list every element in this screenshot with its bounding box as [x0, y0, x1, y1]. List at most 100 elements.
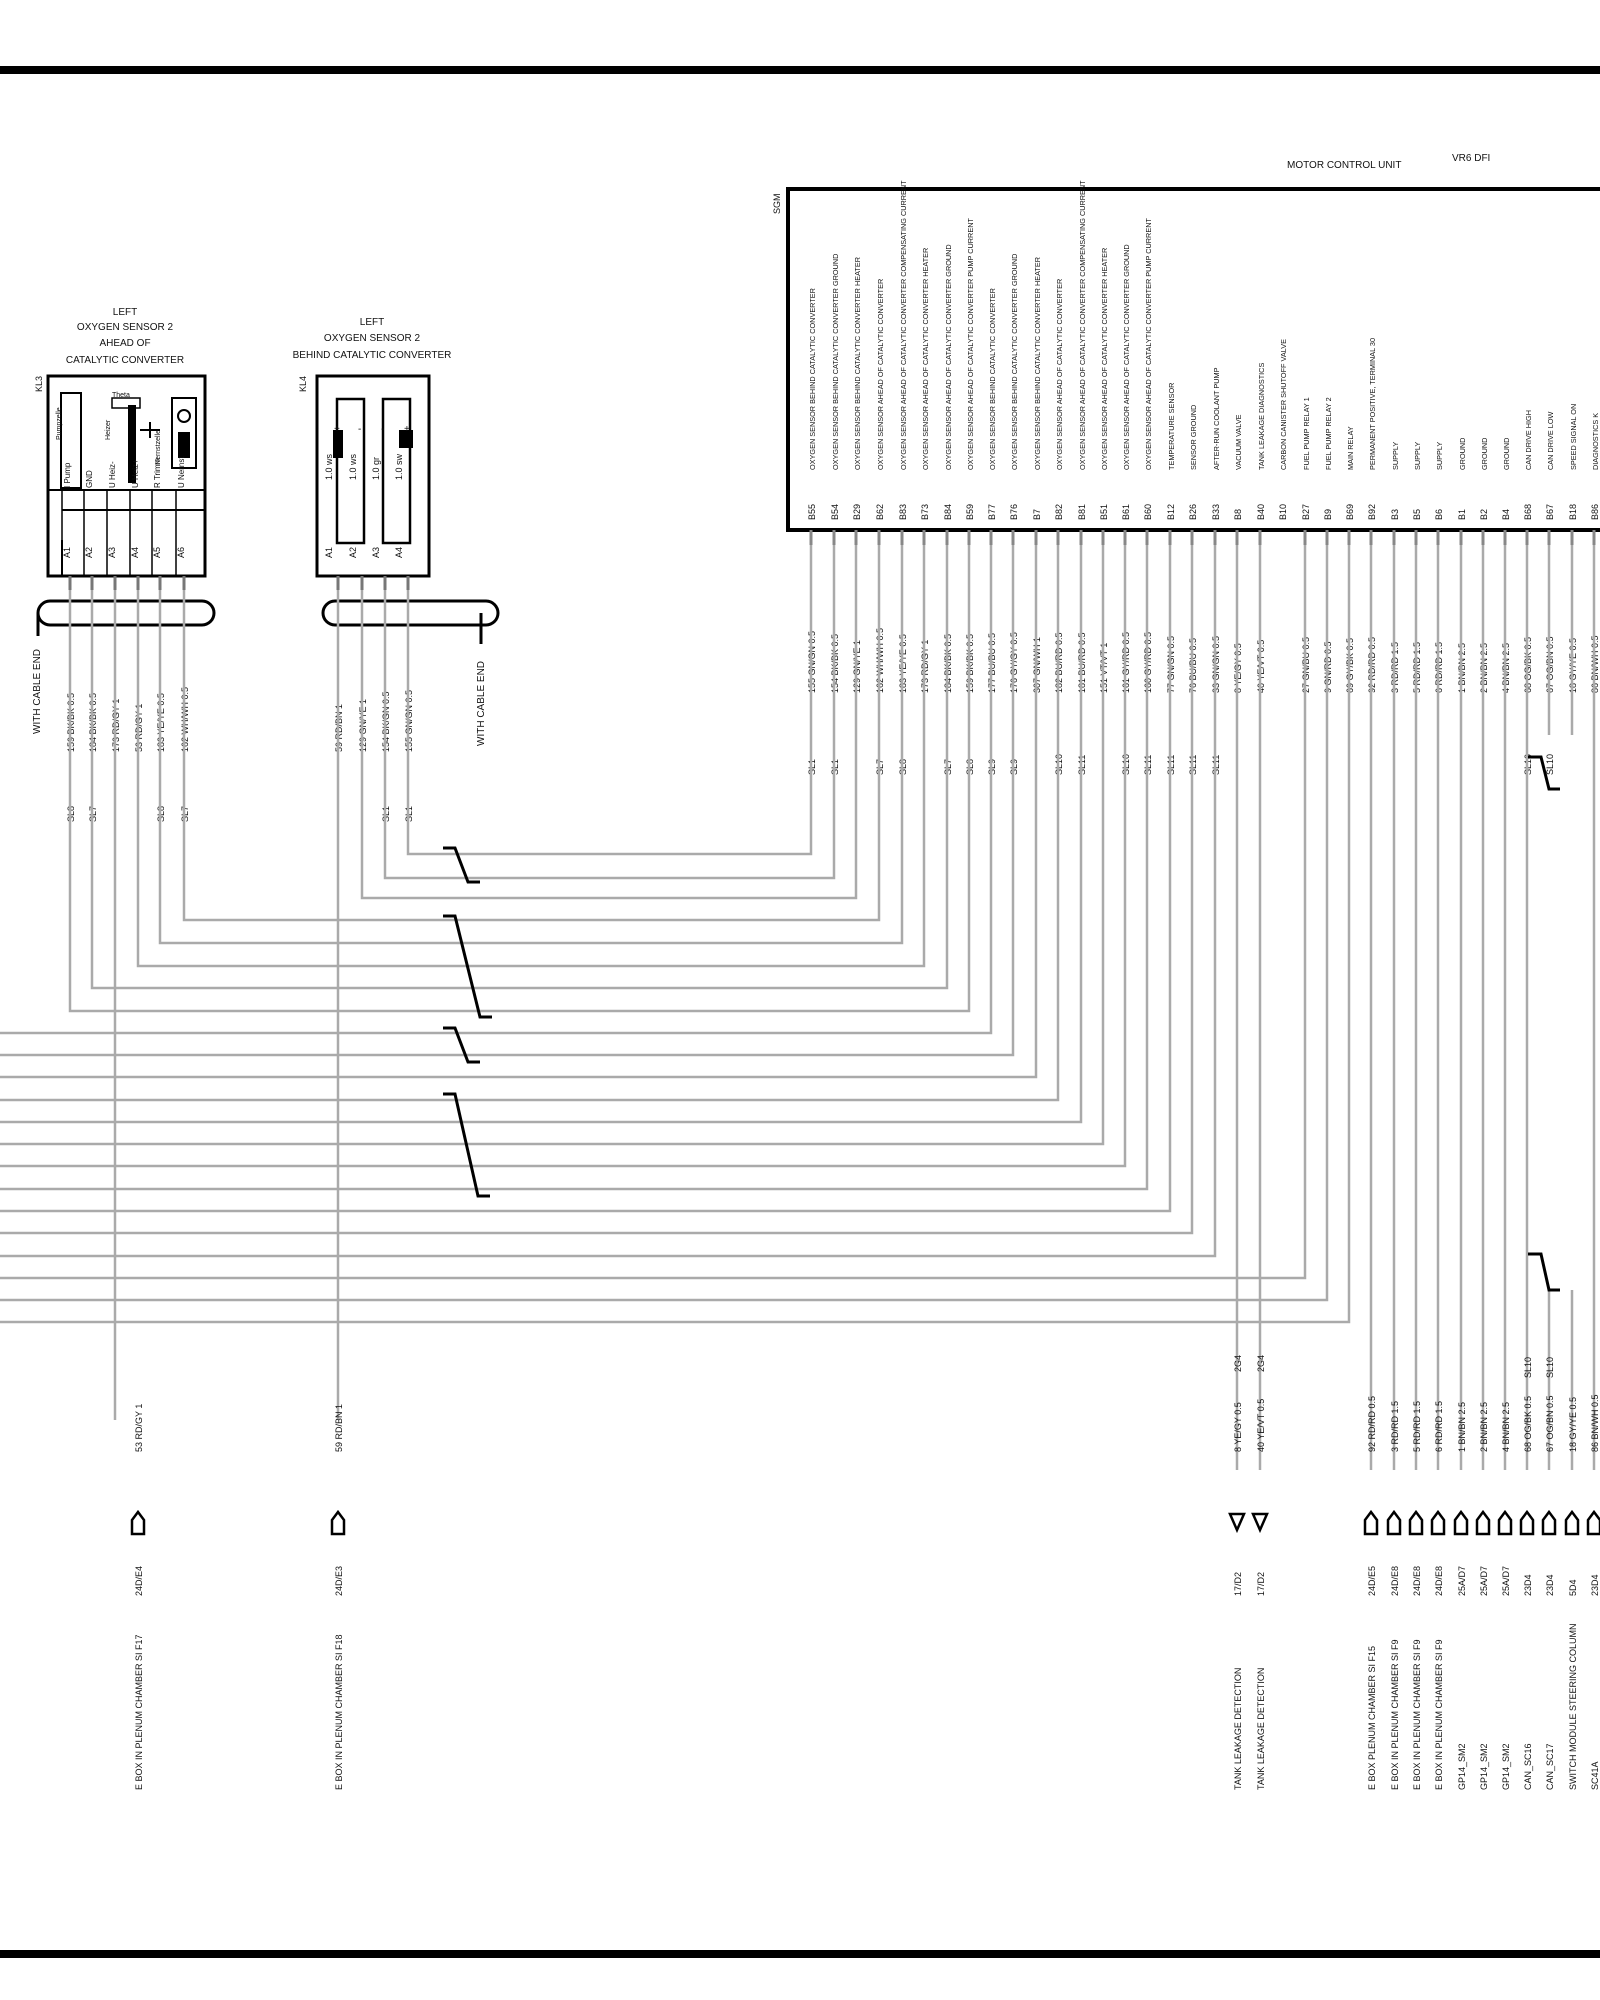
can-bus-break-mark [1528, 755, 1560, 1292]
unit-pin-label: SUPPLY [1435, 442, 1444, 470]
bottom-wire-label: 1 BN/BN 2.5 [1457, 1402, 1467, 1452]
bottom-wire-label: 18 GY/YE 0.5 [1568, 1397, 1578, 1452]
wire-break-marks [443, 755, 1560, 1292]
svg-text:Theta: Theta [112, 392, 130, 399]
unit-pin-label: FUEL PUMP RELAY 2 [1324, 397, 1333, 470]
bottom-connector-code: 25A/D7 [1501, 1566, 1511, 1596]
unit-pin-label: OXYGEN SENSOR BEHIND CATALYTIC CONVERTER… [853, 257, 862, 470]
unit-pin-label: AFTER-RUN COOLANT PUMP [1212, 367, 1221, 470]
bottom-connector-code: 23D4 [1523, 1574, 1533, 1596]
kl3-pin-signal: U Nernst [177, 456, 186, 488]
connector-icon [1430, 1509, 1446, 1536]
left-oxygen-sensor-ahead: LEFT OXYGEN SENSOR 2 AHEAD OF CATALYTIC … [34, 307, 207, 822]
unit-pin-number: B27 [1301, 504, 1311, 520]
kl3-pin-signal: U Heiz+ [131, 459, 140, 488]
bottom-wire-label: 5 RD/RD 1.5 [1412, 1401, 1422, 1452]
bottom-wire-label: 4 BN/BN 2.5 [1501, 1402, 1511, 1452]
bottom-destination: GP14_SM2 [1501, 1743, 1511, 1790]
bottom-line-tag: SL10 [1523, 1357, 1533, 1378]
unit-pin-label: OXYGEN SENSOR AHEAD OF CATALYTIC CONVERT… [944, 244, 953, 470]
unit-pin-number: B54 [830, 504, 840, 520]
bottom-connector-code: 23D4 [1590, 1574, 1600, 1596]
unit-pin-number: B60 [1143, 504, 1153, 520]
unit-pin-number: B4 [1501, 509, 1511, 520]
kl3-pin-number: A4 [130, 547, 140, 558]
bottom-connector-code: 23D4 [1545, 1574, 1555, 1596]
connector-icon [1363, 1509, 1379, 1536]
bottom-destination: E BOX PLENUM CHAMBER SI F15 [1367, 1646, 1377, 1790]
unit-pin-number: B61 [1121, 504, 1131, 520]
unit-pin-number: B8 [1233, 509, 1243, 520]
bottom-wire-label: 67 OG/BN 0.5 [1545, 1395, 1555, 1452]
unit-line-tag: SL10 [1545, 754, 1555, 775]
control-unit-ref: SGM [772, 193, 782, 214]
bottom-destination: CAN_SC17 [1545, 1743, 1555, 1790]
cable-end-loop-kl3 [36, 599, 216, 627]
bottom-destination: TANK LEAKAGE DETECTION [1233, 1668, 1243, 1790]
control-unit-pins: OXYGEN SENSOR BEHIND CATALYTIC CONVERTER… [807, 180, 1600, 775]
connector-icon [330, 1509, 346, 1536]
heater-element-icon [333, 430, 343, 458]
unit-pin-number: B81 [1077, 504, 1087, 520]
sensor-behind-ref: KL4 [298, 376, 308, 392]
left-oxygen-sensor-behind: LEFT OXYGEN SENSOR 2 BEHIND CATALYTIC CO… [293, 317, 452, 822]
kl3-pin-signal: I Pump [63, 462, 72, 488]
unit-pin-label: OXYGEN SENSOR BEHIND CATALYTIC CONVERTER… [831, 254, 840, 470]
kl3-pin-signal: U Heiz- [108, 461, 117, 488]
unit-pin-label: PERMANENT POSITIVE, TERMINAL 30 [1368, 338, 1377, 470]
unit-pin-label: MAIN RELAY [1346, 426, 1355, 470]
bottom-destination: GP14_SM2 [1479, 1743, 1489, 1790]
bottom-ref-label: 2G4 [1233, 1355, 1243, 1372]
sensor-ahead-title-4: CATALYTIC CONVERTER [66, 355, 184, 366]
bottom-connector-code: 17/D2 [1233, 1572, 1243, 1596]
bottom-destination: E BOX IN PLENUM CHAMBER SI F9 [1412, 1639, 1422, 1790]
unit-pin-label: CAN DRIVE LOW [1546, 412, 1555, 470]
top-border-bar [0, 66, 1600, 74]
bottom-connector-code: 24D/E5 [1367, 1566, 1377, 1596]
kl3-pin-signal: GND [85, 470, 94, 488]
bottom-destination: CAN_SC16 [1523, 1743, 1533, 1790]
kl3-pin-number: A1 [62, 547, 72, 558]
sensor-behind-title-2: OXYGEN SENSOR 2 [324, 333, 421, 344]
bottom-destination: SC41A [1590, 1761, 1600, 1790]
unit-pin-label: SPEED SIGNAL ON [1569, 404, 1578, 470]
kl4-pin-polarity: + [334, 424, 340, 435]
sensor-ahead-ref: KL3 [34, 376, 44, 392]
kl4-pin-number: A3 [371, 547, 381, 558]
unit-pin-label: GROUND [1458, 438, 1467, 470]
bottom-line-tag: SL10 [1545, 1357, 1555, 1378]
sensor-behind-title-1: LEFT [360, 317, 384, 328]
unit-pin-label: FUEL PUMP RELAY 1 [1302, 397, 1311, 470]
bottom-destination: GP14_SM2 [1457, 1743, 1467, 1790]
cable-end-label-kl4: WITH CABLE END [476, 661, 487, 746]
unit-pin-label: SUPPLY [1413, 442, 1422, 470]
unit-pin-number: B83 [898, 504, 908, 520]
kl4-pin-signal: 1.0 gr [371, 457, 381, 480]
bottom-connector-code: 24D/E8 [1390, 1566, 1400, 1596]
unit-pin-number: B76 [1009, 504, 1019, 520]
unit-pin-number: B40 [1256, 504, 1266, 520]
bottom-connector-code: 24D/E3 [334, 1566, 344, 1596]
ground-arrow-icon [1228, 1512, 1246, 1534]
connector-icon [1386, 1509, 1402, 1536]
kl4-pin-number: A1 [324, 547, 334, 558]
unit-pin-label: SENSOR GROUND [1189, 405, 1198, 470]
control-unit-box [786, 187, 1600, 532]
unit-pin-label: OXYGEN SENSOR AHEAD OF CATALYTIC CONVERT… [1100, 248, 1109, 470]
connector-icon [1541, 1509, 1557, 1536]
unit-pin-number: B69 [1345, 504, 1355, 520]
bottom-connector-code: 17/D2 [1256, 1572, 1266, 1596]
unit-pin-number: B55 [807, 504, 817, 520]
unit-pin-number: B67 [1545, 504, 1555, 520]
unit-pin-label: OXYGEN SENSOR BEHIND CATALYTIC CONVERTER… [1033, 257, 1042, 470]
unit-pin-number: B82 [1054, 504, 1064, 520]
unit-pin-number: B73 [920, 504, 930, 520]
bottom-wire-label: 59 RD/BN 1 [334, 1404, 344, 1452]
kl3-pin-number: A3 [107, 547, 117, 558]
unit-pin-label: VACUUM VALVE [1234, 414, 1243, 470]
bottom-wire-label: 8 YE/GY 0.5 [1233, 1402, 1243, 1452]
unit-pin-number: B5 [1412, 509, 1422, 520]
unit-pin-number: B68 [1523, 504, 1533, 520]
